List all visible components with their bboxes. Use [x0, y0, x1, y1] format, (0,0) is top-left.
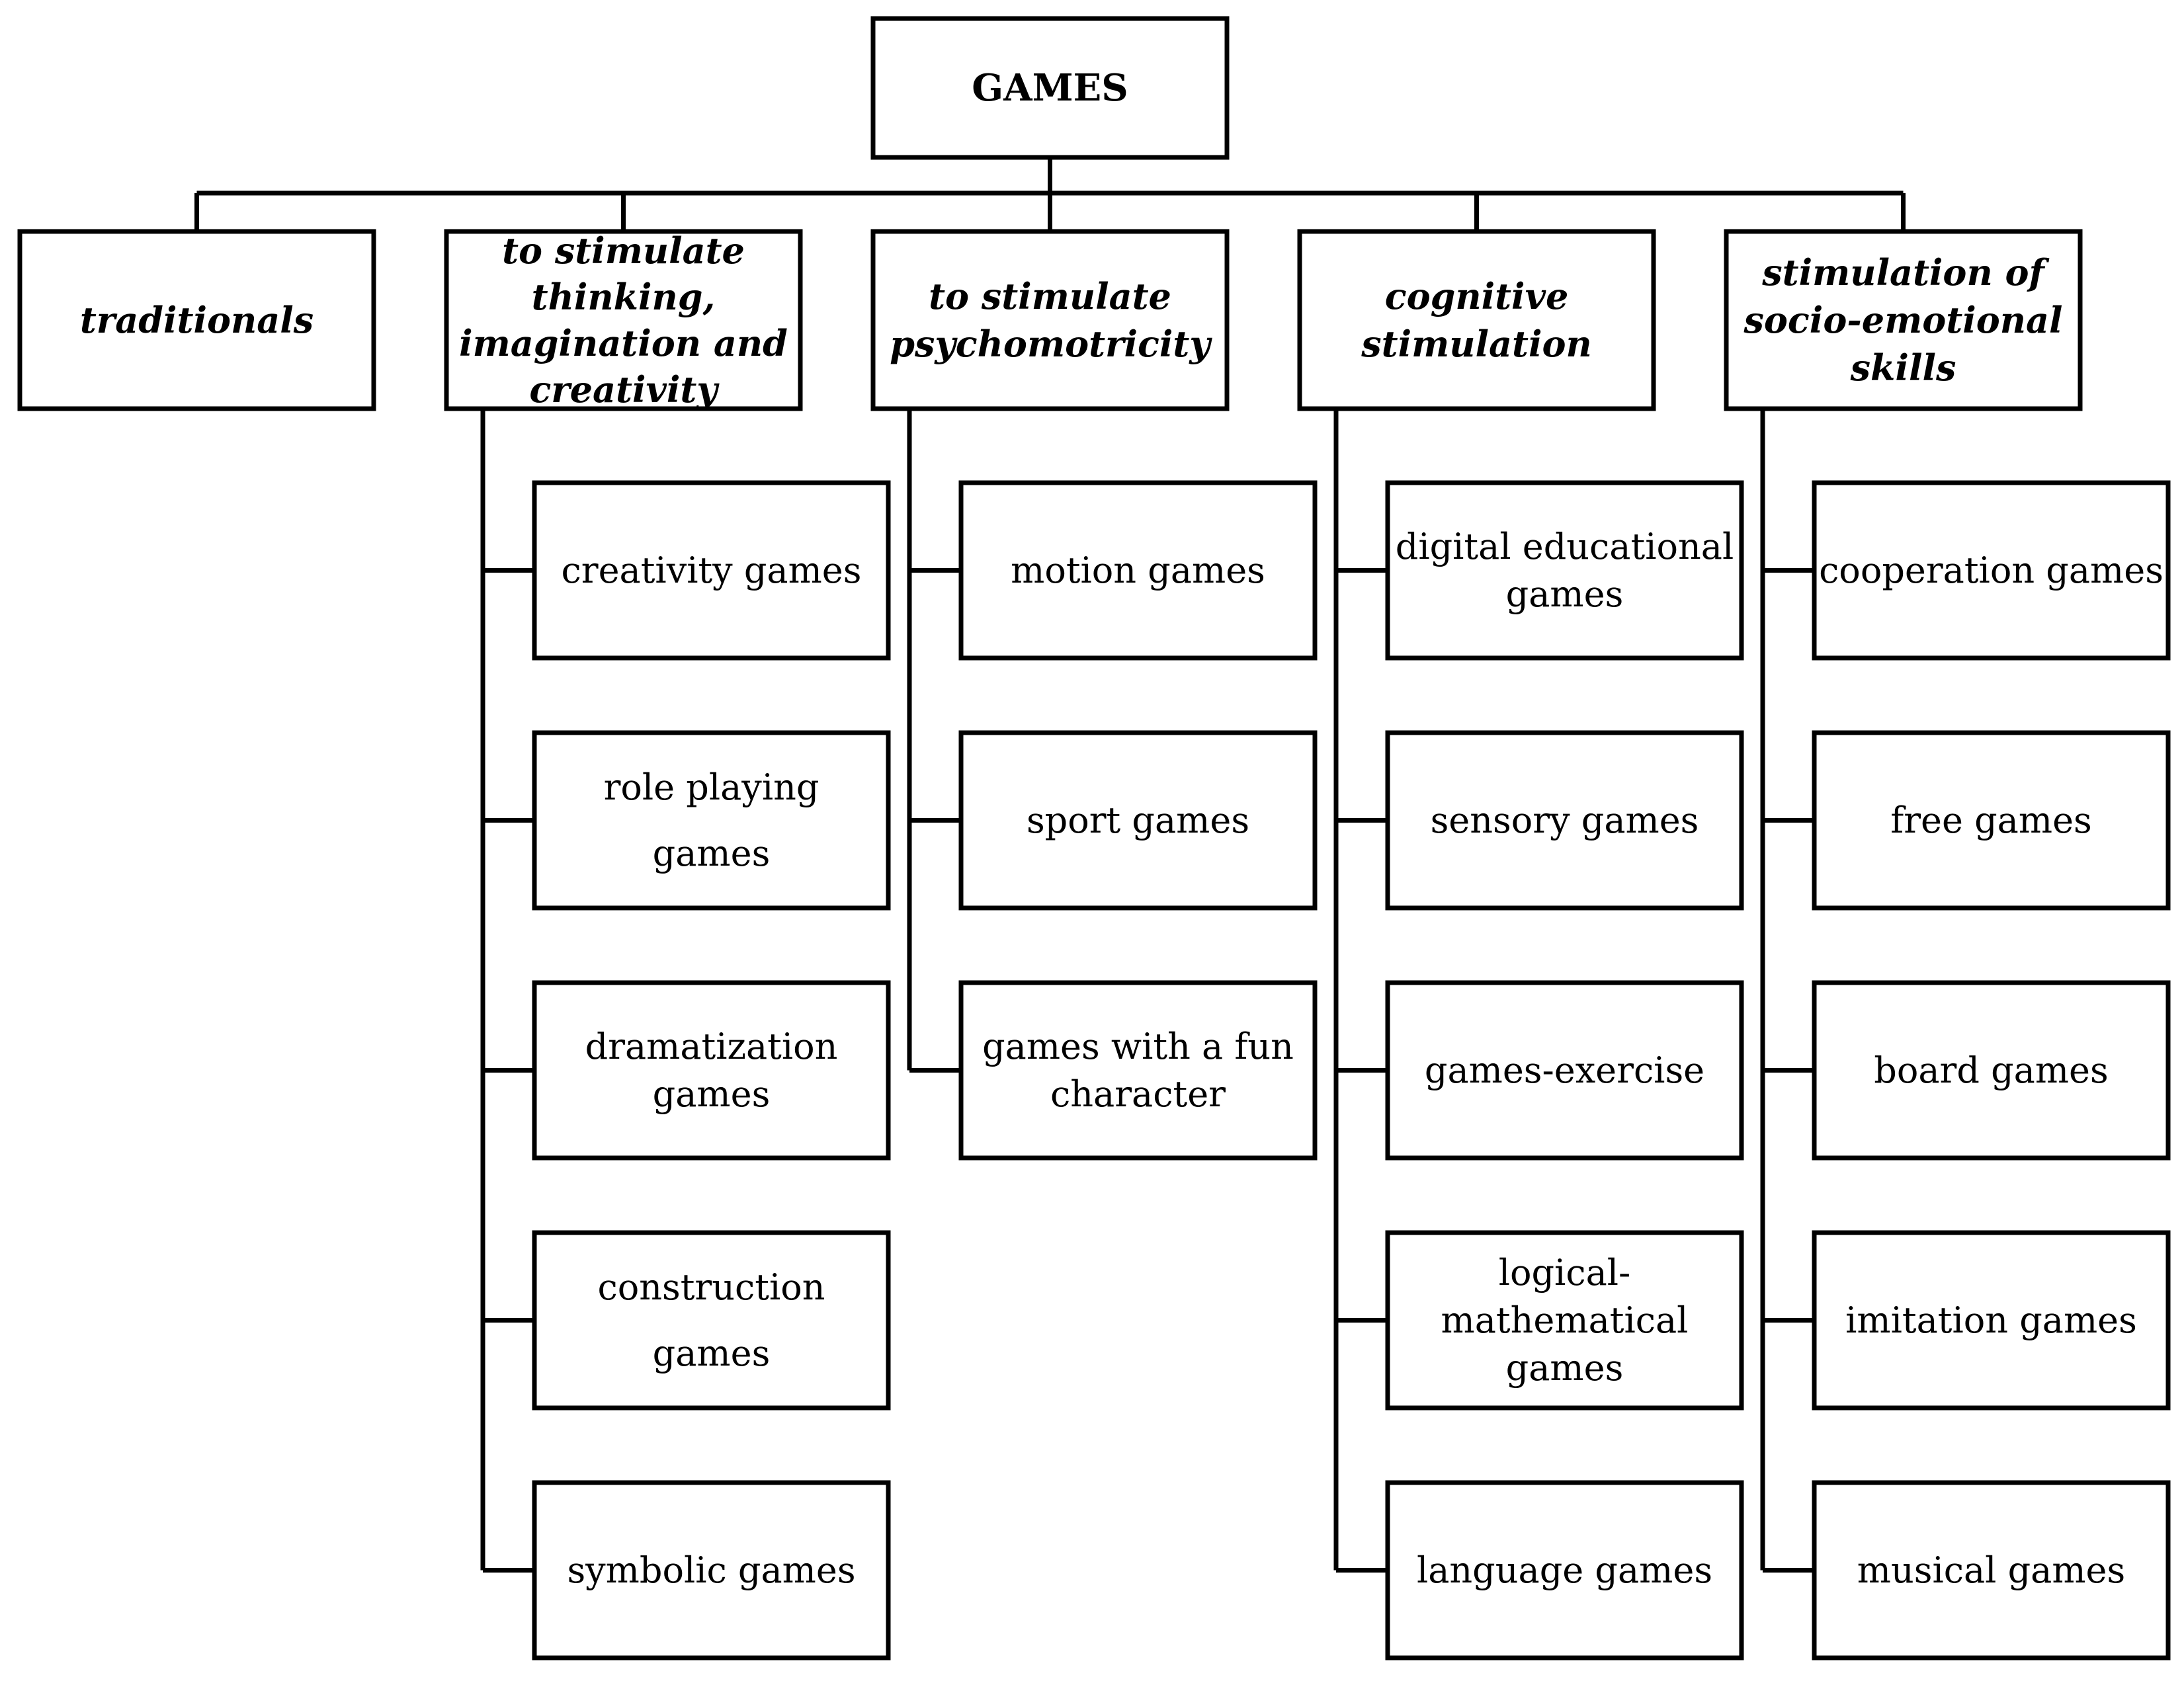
connectors	[194, 157, 1906, 1573]
category-node-4-label-line: socio-emotional	[1743, 299, 2063, 341]
leaf-node-2-2-label-line: games with a fun	[982, 1026, 1294, 1067]
root-node-games-box	[870, 16, 1230, 160]
leaf-node-1-2-label-line: games	[653, 1073, 771, 1115]
category-node-4-label-line: skills	[1850, 347, 1956, 389]
leaf-node-4-4-label-line: musical games	[1857, 1549, 2125, 1591]
leaf-node-4-0: cooperation games	[1812, 480, 2171, 661]
category-node-1-label-line: imagination and	[459, 322, 788, 364]
leaf-node-2-2-box	[958, 980, 1318, 1161]
leaf-node-2-1: sport games	[958, 730, 1318, 911]
leaf-node-3-4: language games	[1385, 1480, 1744, 1660]
category-node-0-label-line: traditionals	[80, 299, 314, 341]
category-node-1-label-line: thinking,	[532, 276, 716, 318]
leaf-node-1-3-label-line: construction	[597, 1266, 825, 1308]
leaf-node-4-2-box	[1812, 980, 2171, 1161]
leaf-node-3-0-label-line: digital educational	[1396, 526, 1734, 567]
leaf-node-1-1-label-line: games	[653, 833, 771, 874]
leaf-node-1-0-label-line: creativity games	[562, 550, 862, 591]
leaf-node-2-2: games with a fun character	[958, 980, 1318, 1161]
leaf-node-1-1: role playing games	[532, 730, 891, 911]
category-node-4-label-line: stimulation of	[1761, 251, 2049, 294]
leaf-node-1-1-label-line: role playing	[604, 766, 819, 808]
leaf-node-1-3-box	[532, 1230, 891, 1411]
leaf-node-2-1-box	[958, 730, 1318, 911]
category-node-1-label-line: creativity	[529, 368, 720, 411]
leaf-node-3-3: logical-mathematical games	[1385, 1230, 1744, 1411]
leaf-node-3-1: sensory games	[1385, 730, 1744, 911]
leaf-node-2-0: motion games	[958, 480, 1318, 661]
category-node-2-label-line: psychomotricity	[890, 323, 1212, 365]
leaf-node-3-2: games-exercise	[1385, 980, 1744, 1161]
leaf-node-4-2: board games	[1812, 980, 2171, 1161]
leaf-node-3-1-label-line: sensory games	[1431, 800, 1699, 841]
leaf-node-3-0: digital educational games	[1385, 480, 1744, 661]
leaf-node-3-2-box	[1385, 980, 1744, 1161]
leaf-node-1-2-label-line: dramatization	[585, 1026, 838, 1067]
root-node-games-label-line: GAMES	[972, 66, 1128, 110]
leaf-node-4-1: free games	[1812, 730, 2171, 911]
leaf-node-3-4-box	[1385, 1480, 1744, 1660]
leaf-node-2-0-label-line: motion games	[1011, 550, 1265, 591]
leaf-node-3-0-label-line: games	[1506, 573, 1624, 615]
category-node-3-label-line: stimulation	[1361, 323, 1592, 365]
category-node-4-box	[1724, 229, 2083, 411]
leaf-node-1-4-box	[532, 1480, 891, 1660]
leaf-node-3-3-box	[1385, 1230, 1744, 1411]
leaf-node-1-3-label-line: games	[653, 1332, 771, 1374]
category-node-3: cognitive stimulation	[1297, 229, 1656, 411]
leaf-node-1-2: dramatization games	[532, 980, 891, 1161]
category-node-0: traditionals	[17, 229, 376, 411]
leaf-node-3-3-label-line: logical-	[1499, 1252, 1631, 1293]
leaf-node-3-4-label-line: language games	[1417, 1549, 1712, 1591]
leaf-node-4-1-box	[1812, 730, 2171, 911]
leaf-node-3-1-box	[1385, 730, 1744, 911]
leaf-node-4-4: musical games	[1812, 1480, 2171, 1660]
category-node-2: to stimulate psychomotricity	[870, 229, 1230, 411]
leaf-node-1-0-box	[532, 480, 891, 661]
category-node-2-label-line: to stimulate	[929, 275, 1171, 317]
leaf-node-1-4-label-line: symbolic games	[567, 1549, 855, 1591]
leaf-node-4-3-box	[1812, 1230, 2171, 1411]
category-node-4: stimulation of socio-emotional skills	[1724, 229, 2083, 411]
leaf-node-4-1-label-line: free games	[1890, 800, 2092, 841]
leaf-node-1-2-box	[532, 980, 891, 1161]
leaf-node-4-4-box	[1812, 1480, 2171, 1660]
leaf-node-1-0: creativity games	[532, 480, 891, 661]
category-node-3-label-line: cognitive	[1385, 275, 1569, 317]
category-node-1-label-line: to stimulate	[502, 229, 745, 272]
leaf-node-1-3: construction games	[532, 1230, 891, 1411]
leaf-node-1-1-box	[532, 730, 891, 911]
category-node-3-box	[1297, 229, 1656, 411]
category-node-1-box	[444, 229, 803, 411]
leaf-node-3-0-box	[1385, 480, 1744, 661]
leaf-node-2-0-box	[958, 480, 1318, 661]
category-node-0-box	[17, 229, 376, 411]
leaf-node-4-3-label-line: imitation games	[1845, 1299, 2137, 1341]
leaf-node-4-0-label-line: cooperation games	[1819, 550, 2163, 591]
leaf-node-2-2-label-line: character	[1050, 1073, 1226, 1115]
leaf-node-1-4: symbolic games	[532, 1480, 891, 1660]
leaf-node-3-3-label-line: mathematical	[1441, 1299, 1689, 1341]
leaf-node-4-0-box	[1812, 480, 2171, 661]
category-node-2-box	[870, 229, 1230, 411]
leaf-node-3-3-label-line: games	[1506, 1347, 1624, 1389]
leaf-node-3-2-label-line: games-exercise	[1425, 1049, 1704, 1091]
leaf-node-2-1-label-line: sport games	[1027, 800, 1249, 841]
leaf-node-4-2-label-line: board games	[1874, 1049, 2108, 1091]
leaf-node-4-3: imitation games	[1812, 1230, 2171, 1411]
root-node-games: GAMES	[870, 16, 1230, 160]
